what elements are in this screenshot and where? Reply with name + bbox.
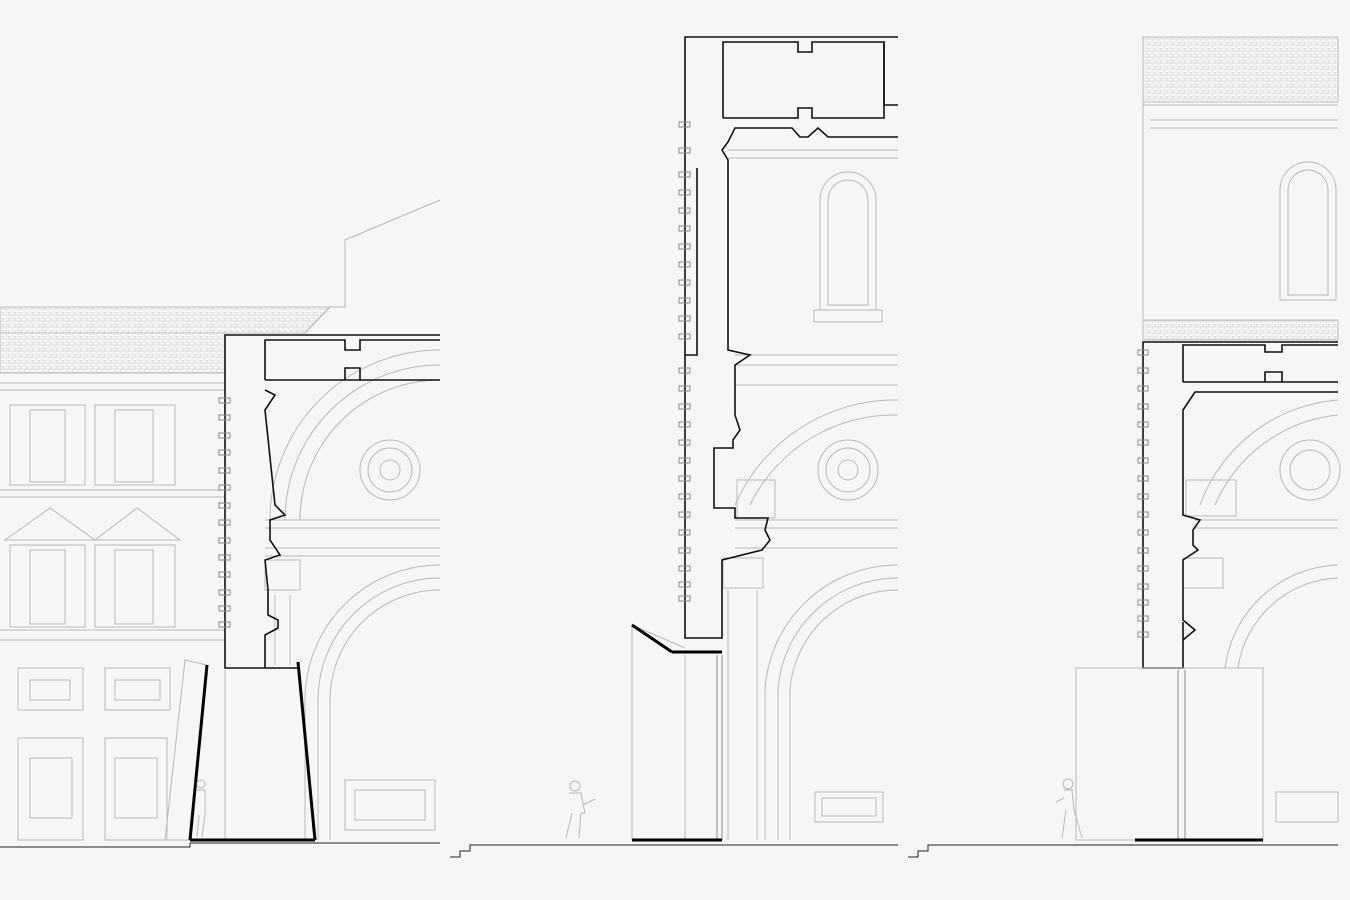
scaffold-ties [218, 397, 231, 628]
ground-line [450, 844, 898, 858]
column-capital [722, 557, 764, 589]
church-facade [722, 149, 899, 840]
section-panel-3 [908, 36, 1341, 858]
church-facade [264, 349, 441, 840]
ground-line [908, 844, 1338, 858]
wall-section-cut [678, 36, 898, 639]
column-capital [264, 559, 301, 591]
shuttered-window [3, 404, 182, 628]
balustrade [1185, 479, 1237, 517]
scaffold-ties [678, 121, 691, 602]
human-figure [196, 779, 206, 838]
scaffold-ties [1137, 349, 1149, 638]
installation-panels [631, 623, 723, 842]
human-figure [1055, 778, 1083, 839]
column-capital [1182, 557, 1224, 589]
section-panel-2 [450, 36, 899, 858]
section-panel-1 [0, 199, 441, 848]
human-figure [565, 780, 596, 839]
balustrade [736, 479, 776, 519]
neighbour-building-facade [0, 199, 441, 841]
ground-line [0, 842, 440, 848]
installation-box [1075, 667, 1264, 842]
wall-section-cut [218, 334, 440, 669]
installation-panels [164, 659, 317, 842]
wall-section-cut [1137, 341, 1338, 669]
church-facade [1142, 36, 1341, 823]
